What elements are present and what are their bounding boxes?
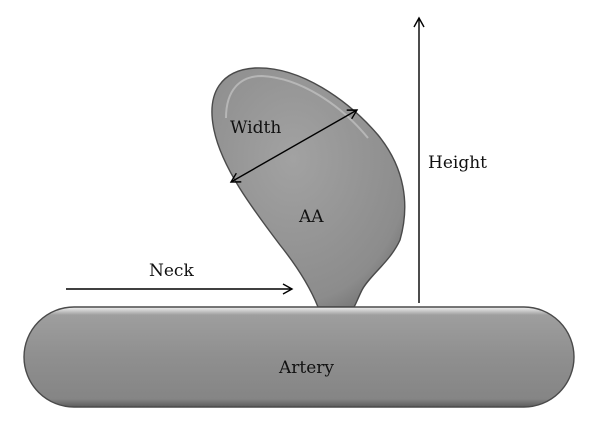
aneurysm-sac: [211, 67, 406, 308]
width-arrow: [229, 109, 359, 183]
height-label: Height: [428, 153, 487, 173]
artery-label: Artery: [278, 358, 334, 378]
neck-label: Neck: [149, 261, 194, 281]
aneurysm-label: AA: [298, 207, 324, 227]
width-label: Width: [230, 118, 281, 138]
artery-vessel: [23, 306, 575, 408]
